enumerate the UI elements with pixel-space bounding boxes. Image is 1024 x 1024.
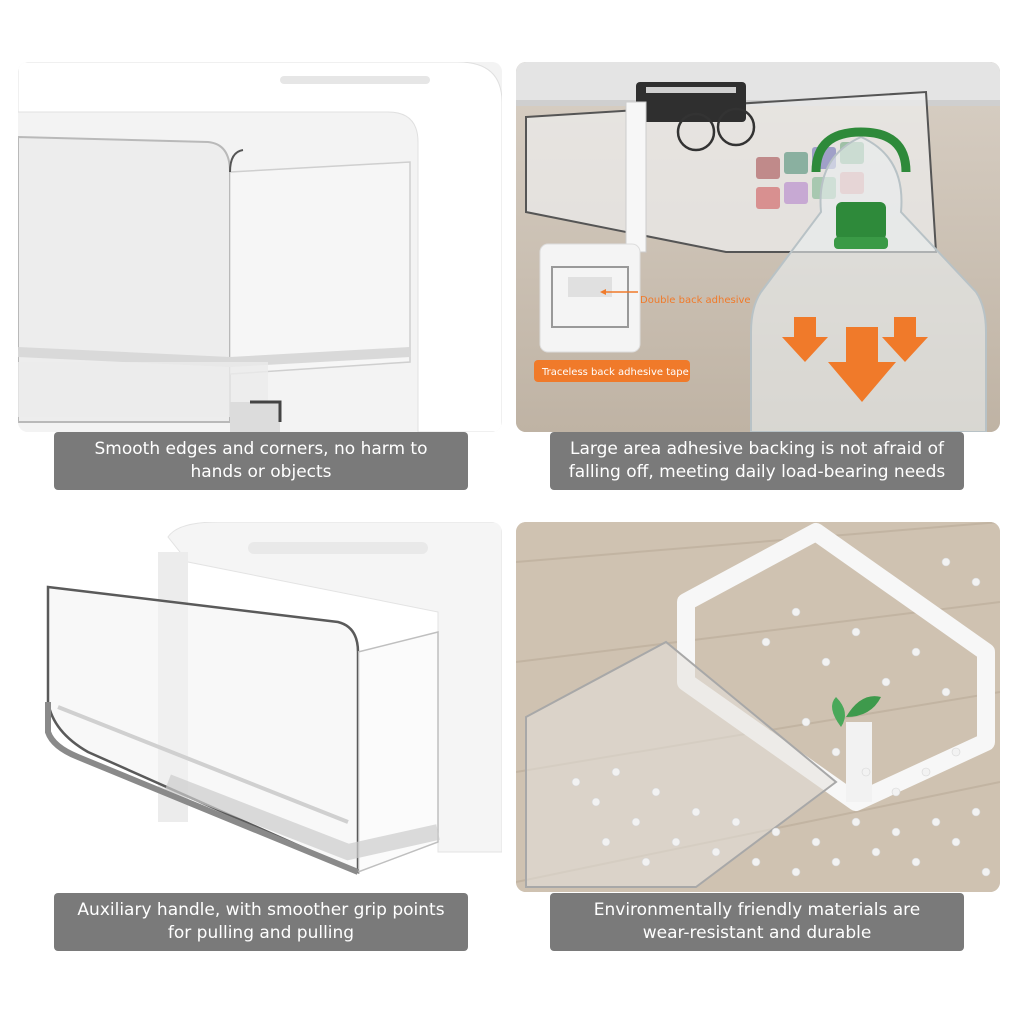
double-adhesive-callout: Double back adhesive bbox=[640, 295, 751, 306]
caption-line-1: Environmentally friendly materials are bbox=[593, 900, 921, 920]
drawer-closeup-illustration bbox=[18, 62, 502, 432]
panel-eco-materials-image bbox=[516, 522, 1000, 892]
traceless-tape-label: Traceless back adhesive tape bbox=[541, 367, 689, 378]
caption-adhesive-backing: Large area adhesive backing is not afrai… bbox=[550, 432, 964, 490]
caption-line-2: for pulling and pulling bbox=[167, 923, 355, 943]
panel-auxiliary-handle-image bbox=[18, 522, 502, 892]
caption-line-2: wear-resistant and durable bbox=[642, 923, 872, 943]
caption-line-1: Large area adhesive backing is not afrai… bbox=[570, 439, 944, 459]
materials-beads-scene bbox=[516, 522, 1000, 892]
caption-eco-materials: Environmentally friendly materials are w… bbox=[550, 893, 964, 951]
caption-auxiliary-handle: Auxiliary handle, with smoother grip poi… bbox=[54, 893, 468, 951]
caption-line-1: Auxiliary handle, with smoother grip poi… bbox=[77, 900, 445, 920]
caption-smooth-edges: Smooth edges and corners, no harm to han… bbox=[54, 432, 468, 490]
caption-line-2: hands or objects bbox=[190, 462, 332, 482]
caption-line-1: Smooth edges and corners, no harm to bbox=[94, 439, 428, 459]
panel-smooth-edges-image bbox=[18, 62, 502, 432]
caption-line-2: falling off, meeting daily load-bearing … bbox=[568, 462, 946, 482]
panel-adhesive-backing-image: Double back adhesive Traceless back adhe… bbox=[516, 62, 1000, 432]
under-desk-drawer-scene: Double back adhesive Traceless back adhe… bbox=[516, 62, 1000, 432]
drawer-handle-illustration bbox=[18, 522, 502, 892]
